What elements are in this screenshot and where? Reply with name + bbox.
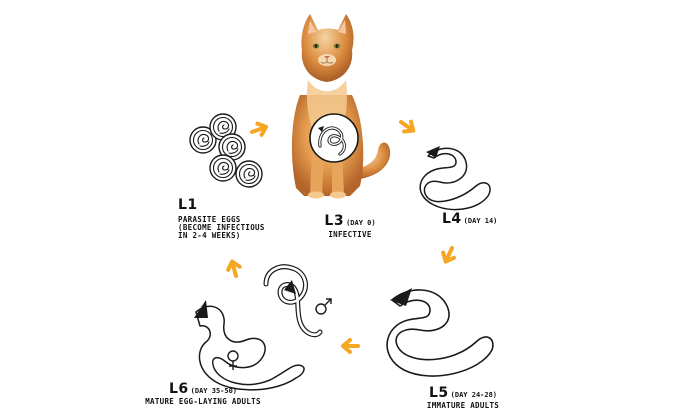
stage-l5-code: L5 — [428, 385, 449, 401]
stage-l3-label: L3(DAY 0) INFECTIVE — [300, 212, 400, 239]
stage-l4-day: (DAY 14) — [463, 217, 498, 225]
stage-l1-code: L1 — [178, 197, 198, 213]
male-symbol-icon — [315, 298, 332, 315]
stage-l5-label: L5(DAY 24-28) IMMATURE ADULTS — [408, 384, 518, 410]
stage-l1-desc-1: PARASITE EGGS — [178, 214, 241, 224]
l6-mature-adults-icon — [194, 264, 323, 391]
l4-larva-icon — [419, 146, 491, 211]
stage-l3-desc: INFECTIVE — [328, 229, 372, 239]
arrow-right-icon — [224, 257, 244, 280]
l5-immature-adult-icon — [386, 288, 494, 377]
arrow-right-icon — [247, 119, 271, 140]
female-symbol-icon — [227, 350, 239, 370]
arrow-right-icon — [341, 338, 360, 354]
stage-l4-code: L4 — [442, 211, 462, 227]
stage-l1-desc-3: IN 2-4 WEEKS) — [178, 230, 241, 240]
stage-l3-day: (DAY 0) — [346, 219, 376, 227]
stage-l5-desc: IMMATURE ADULTS — [426, 400, 500, 410]
stage-l6-label: L6(DAY 35-50) MATURE EGG-LAYING ADULTS — [128, 380, 278, 406]
stage-l6-code: L6 — [168, 381, 189, 397]
cat-illustration — [291, 14, 391, 199]
stage-l1-label: L1 PARASITE EGGS (BECOME INFECTIOUS IN 2… — [178, 196, 265, 239]
stage-l6-day: (DAY 35-50) — [190, 387, 238, 395]
stage-l1-desc-2: (BECOME INFECTIOUS — [178, 222, 265, 232]
stage-l6-desc: MATURE EGG-LAYING ADULTS — [145, 396, 261, 406]
l1-egg-cluster-icon — [189, 113, 263, 188]
stage-l5-day: (DAY 24-28) — [450, 391, 498, 399]
arrow-right-icon — [438, 243, 460, 267]
l3-larva-icon — [309, 113, 359, 163]
stage-l3-code: L3 — [324, 213, 345, 229]
stage-l4-label: L4(DAY 14) — [442, 210, 497, 227]
arrow-right-icon — [395, 115, 419, 138]
